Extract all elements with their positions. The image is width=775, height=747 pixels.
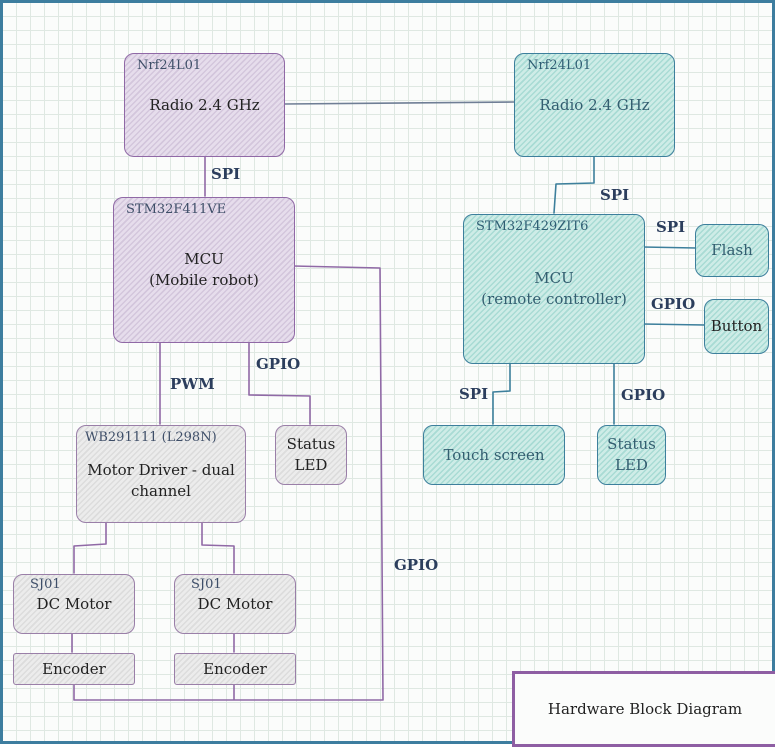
diagram-title-box: Hardware Block Diagram: [512, 671, 775, 747]
radio-module-robot-part: Nrf24L01: [137, 58, 202, 73]
edge-label-spi-touch: SPI: [459, 385, 489, 403]
radio-module-remote-label: Radio 2.4 GHz: [539, 95, 650, 114]
button-input: Button: [704, 299, 769, 354]
wire-gpio-led-left: [248, 341, 311, 425]
radio-module-robot-label: Radio 2.4 GHz: [149, 95, 260, 114]
motor-driver-line1: Motor Driver - dual: [87, 461, 235, 479]
dc-motor-right: SJ01 DC Motor: [174, 574, 296, 634]
dc-motor-left-part: SJ01: [30, 577, 61, 592]
status-led-robot-line1: Status: [286, 435, 336, 453]
radio-module-remote: Nrf24L01 Radio 2.4 GHz: [514, 53, 675, 157]
status-led-remote-line1: Status: [607, 435, 656, 453]
mcu-mobile-robot-line2: (Mobile robot): [149, 271, 259, 289]
dc-motor-right-label: DC Motor: [197, 594, 273, 613]
wire-radio-link: [283, 101, 515, 105]
wire-driver-motor-right: [201, 520, 235, 574]
edge-label-gpio-led-right: GPIO: [621, 386, 666, 404]
mcu-mobile-robot-line1: MCU: [184, 250, 224, 268]
dc-motor-left: SJ01 DC Motor: [13, 574, 135, 634]
mcu-remote-controller-line1: MCU: [534, 269, 574, 287]
encoder-left-label: Encoder: [42, 659, 106, 678]
radio-module-robot: Nrf24L01 Radio 2.4 GHz: [124, 53, 285, 157]
edge-label-spi-remote-radio: SPI: [600, 186, 630, 204]
mcu-remote-controller: STM32F429ZIT6 MCU (remote controller): [463, 214, 645, 364]
wire-driver-motor-left: [73, 520, 107, 574]
diagram-title: Hardware Block Diagram: [547, 700, 743, 718]
status-led-remote-line2: LED: [615, 456, 648, 474]
mcu-mobile-robot: STM32F411VE MCU (Mobile robot): [113, 197, 295, 343]
mcu-remote-controller-part: STM32F429ZIT6: [476, 219, 589, 234]
flash-memory: Flash: [695, 224, 769, 277]
button-input-label: Button: [710, 317, 763, 335]
edge-label-pwm-driver: PWM: [170, 375, 215, 393]
wire-gpio-encoders: [73, 265, 384, 701]
wire-spi-touch: [492, 362, 511, 425]
status-led-robot-label: Status LED: [287, 434, 336, 476]
edge-label-spi-flash: SPI: [656, 218, 686, 236]
dc-motor-right-part: SJ01: [191, 577, 222, 592]
mcu-remote-controller-line2: (remote controller): [481, 290, 627, 308]
mcu-mobile-robot-label: MCU (Mobile robot): [149, 249, 259, 291]
mcu-mobile-robot-part: STM32F411VE: [126, 202, 227, 217]
status-led-remote-label: Status LED: [607, 434, 656, 476]
motor-driver: WB291111 (L298N) Motor Driver - dual cha…: [76, 425, 246, 523]
motor-driver-label: Motor Driver - dual channel: [87, 460, 235, 502]
wire-spi-flash: [642, 246, 697, 249]
flash-memory-label: Flash: [711, 241, 753, 259]
radio-module-remote-part: Nrf24L01: [527, 58, 592, 73]
status-led-robot-line2: LED: [294, 456, 328, 474]
dc-motor-left-label: DC Motor: [36, 594, 112, 613]
motor-driver-line2: channel: [130, 482, 191, 500]
encoder-right: Encoder: [174, 653, 296, 685]
wire-gpio-button: [642, 323, 705, 326]
edge-label-gpio-led-left: GPIO: [256, 355, 301, 373]
status-led-robot: Status LED: [275, 425, 347, 485]
encoder-left: Encoder: [13, 653, 135, 685]
touch-screen: Touch screen: [423, 425, 565, 485]
encoder-right-label: Encoder: [203, 659, 267, 678]
status-led-remote: Status LED: [597, 425, 666, 485]
touch-screen-label: Touch screen: [443, 445, 545, 464]
mcu-remote-controller-label: MCU (remote controller): [481, 268, 627, 310]
edge-label-spi-robot-radio: SPI: [211, 165, 241, 183]
motor-driver-part: WB291111 (L298N): [85, 430, 217, 445]
edge-label-gpio-button: GPIO: [651, 295, 696, 313]
wire-spi-remote-radio: [553, 155, 595, 214]
edge-label-gpio-encoders: GPIO: [394, 556, 439, 574]
